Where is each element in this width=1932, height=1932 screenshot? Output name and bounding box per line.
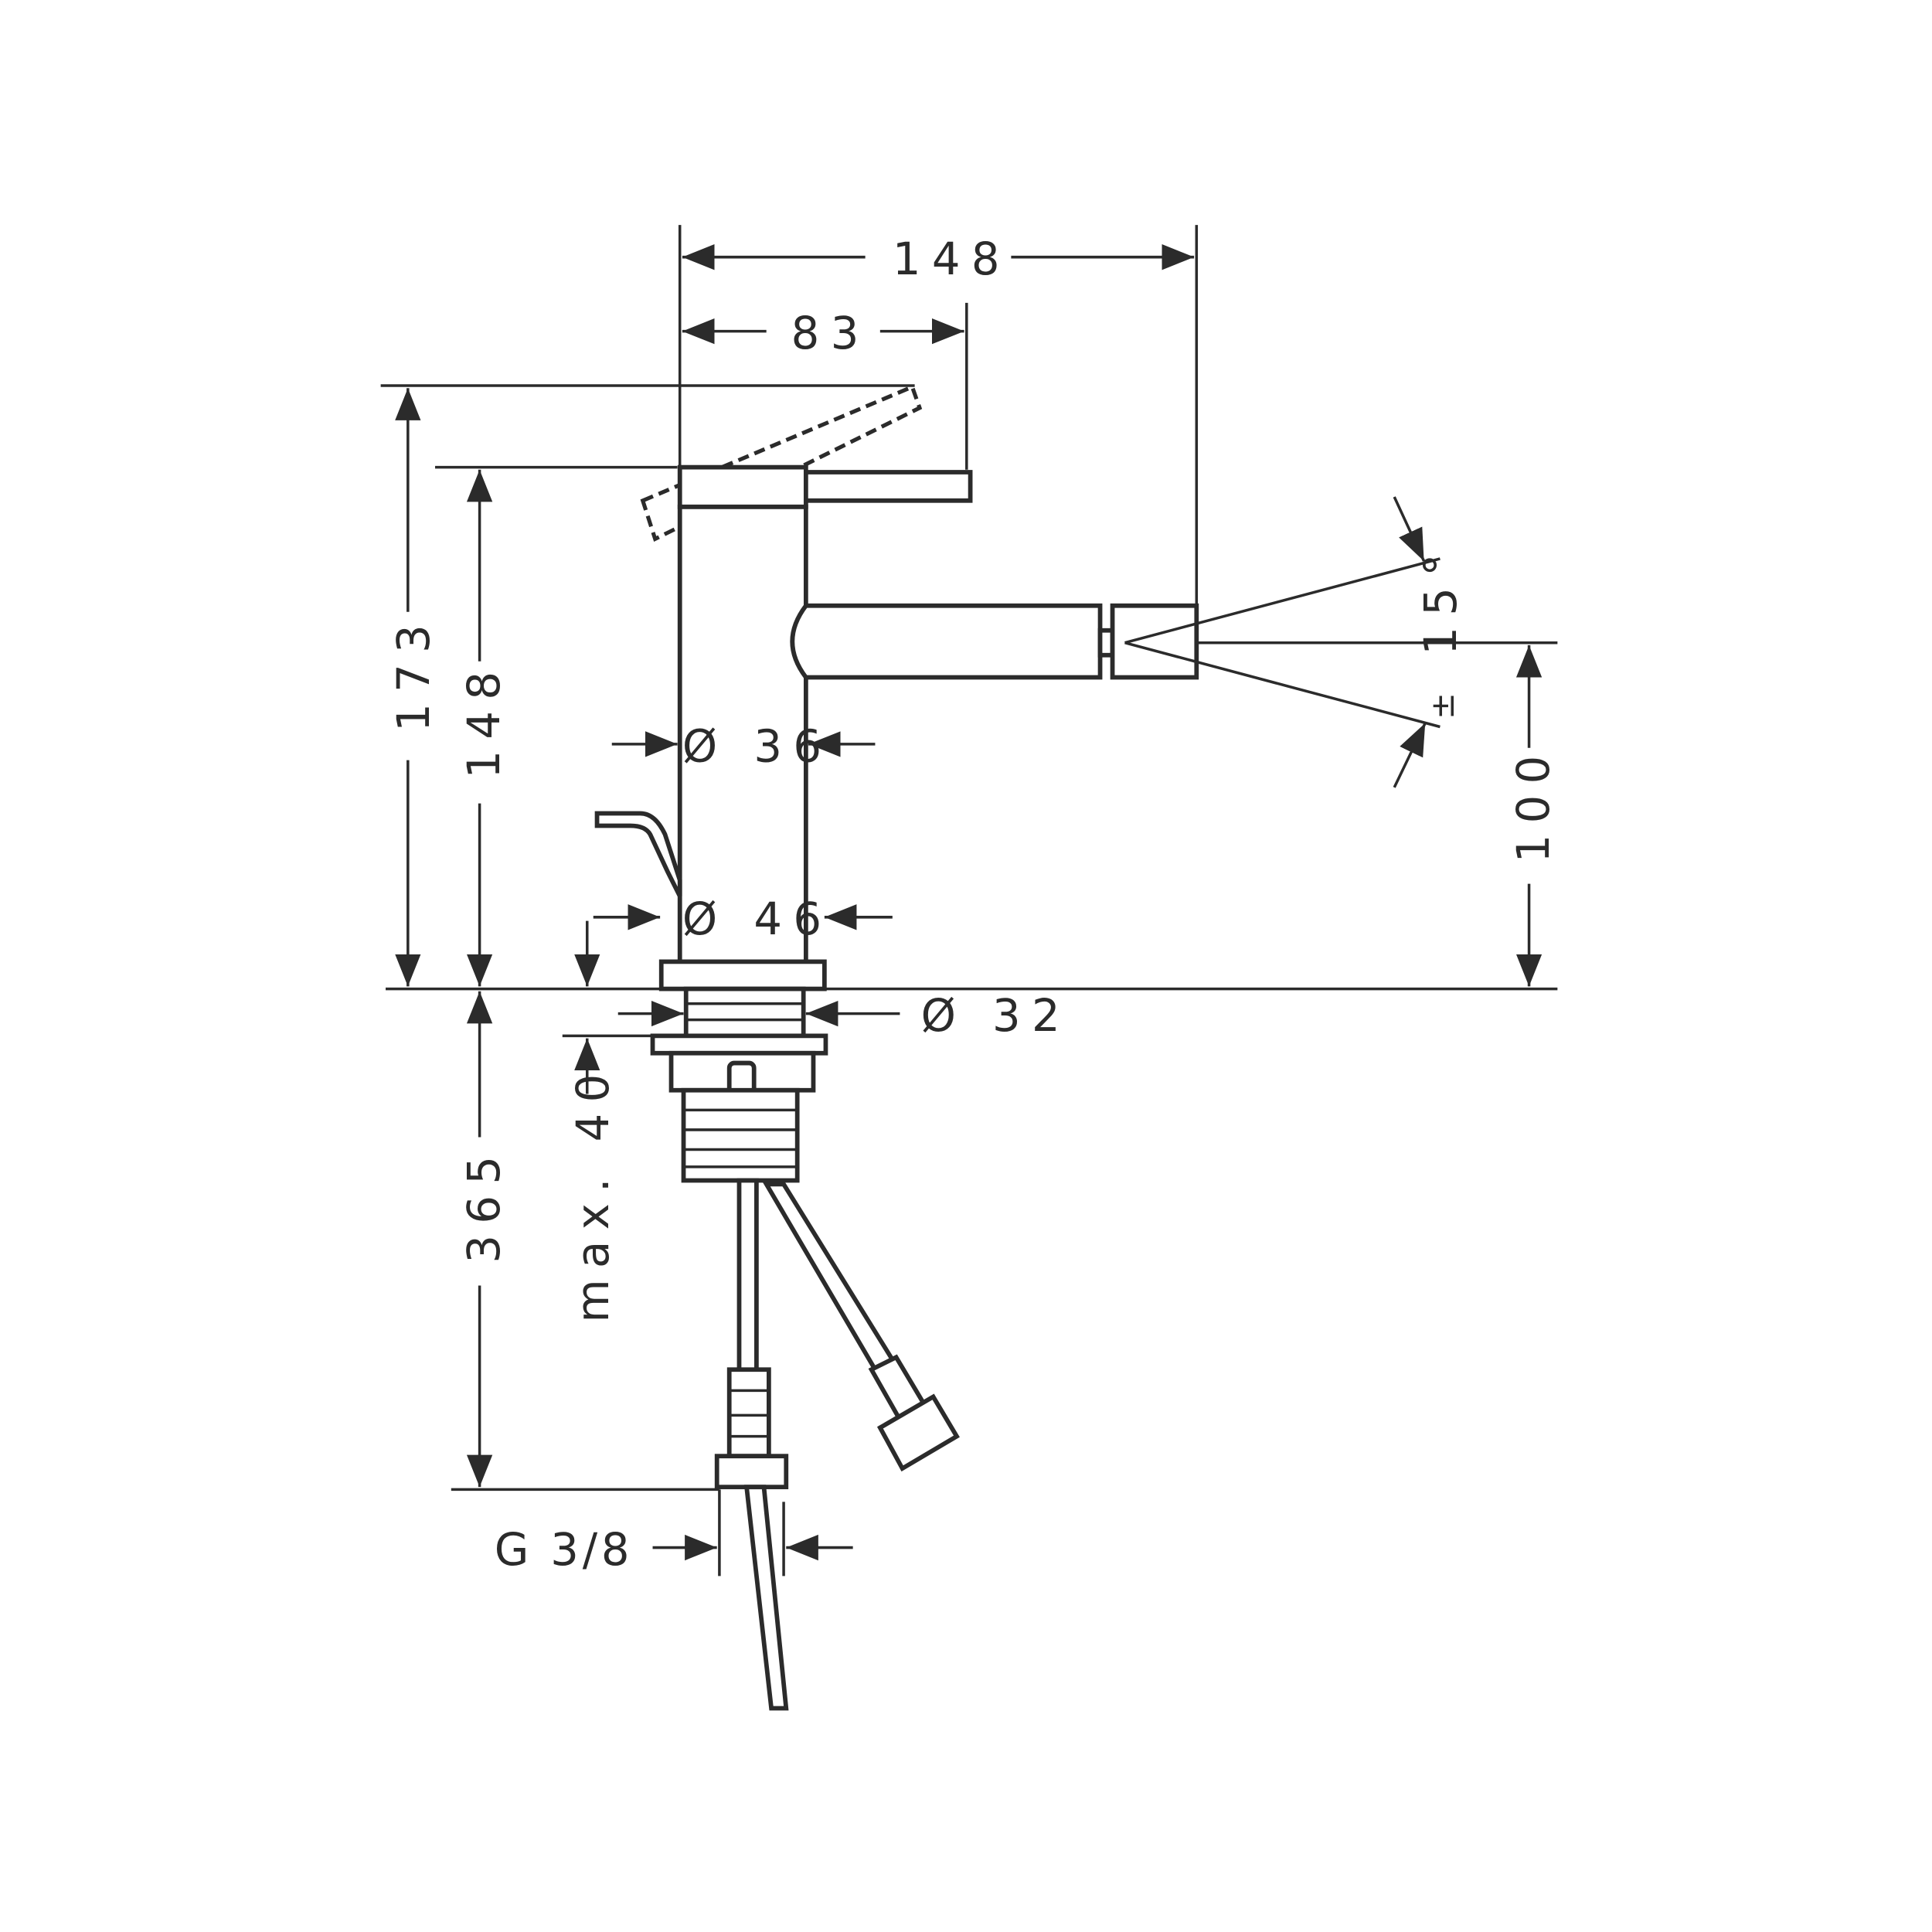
hose-left-pipe xyxy=(743,1485,789,1711)
dimension-spout-100: 100 xyxy=(1508,645,1560,987)
dimension-max-40: max. 40 xyxy=(567,920,619,1322)
spout xyxy=(790,603,1103,680)
dim-label-g38: G 3/8 xyxy=(495,1524,634,1576)
dim-label-diameter-46: Ø 46 xyxy=(682,893,832,945)
dimension-spout-angle: 15° ± xyxy=(1124,496,1467,788)
dim-label-diameter-36: Ø 36 xyxy=(682,720,832,772)
extension-lines xyxy=(380,225,1558,1577)
dim-label-148-height: 148 xyxy=(458,661,510,779)
base-ring xyxy=(658,959,827,992)
dim-label-148-width: 148 xyxy=(893,233,1011,285)
body-column xyxy=(677,504,808,967)
dimension-hose-365: 365 xyxy=(458,991,510,1488)
lever-handle xyxy=(803,470,973,503)
aerator xyxy=(1110,603,1199,680)
dim-label-15-degrees: 15° xyxy=(1415,543,1467,655)
dimension-diameter-46: Ø 46 xyxy=(593,893,893,945)
hose-right-nut xyxy=(876,1393,960,1472)
washer xyxy=(650,1033,828,1056)
dimension-diameter-36: Ø 36 xyxy=(611,720,876,772)
hose-right xyxy=(762,1182,896,1373)
hose-left-nut xyxy=(714,1454,789,1490)
supply-hoses xyxy=(714,1178,960,1711)
dimension-diameter-32: Ø 32 xyxy=(617,990,1071,1042)
dim-label-plus-minus: ± xyxy=(1423,692,1461,719)
dim-label-diameter-32: Ø 32 xyxy=(921,990,1071,1042)
dimension-g38: G 3/8 xyxy=(495,1524,853,1576)
dim-label-100: 100 xyxy=(1508,744,1560,862)
dim-label-365: 365 xyxy=(458,1145,510,1264)
dim-label-max-40: max. 40 xyxy=(567,1063,619,1322)
thread-upper xyxy=(683,986,806,1039)
faucet-body xyxy=(594,384,1199,1183)
hose-left-fitting xyxy=(726,1367,771,1459)
hose-left xyxy=(736,1178,759,1375)
popup-rod xyxy=(594,811,682,897)
body-cap xyxy=(677,464,808,509)
dimension-height-173: 173 xyxy=(388,388,440,987)
dim-label-173: 173 xyxy=(388,614,440,732)
lever-raised-position xyxy=(640,384,923,542)
dimension-lever-reach: 83 xyxy=(682,308,964,359)
dimension-overall-width: 148 xyxy=(682,233,1195,285)
dimension-height-148: 148 xyxy=(458,469,510,987)
dim-label-83: 83 xyxy=(791,308,870,359)
